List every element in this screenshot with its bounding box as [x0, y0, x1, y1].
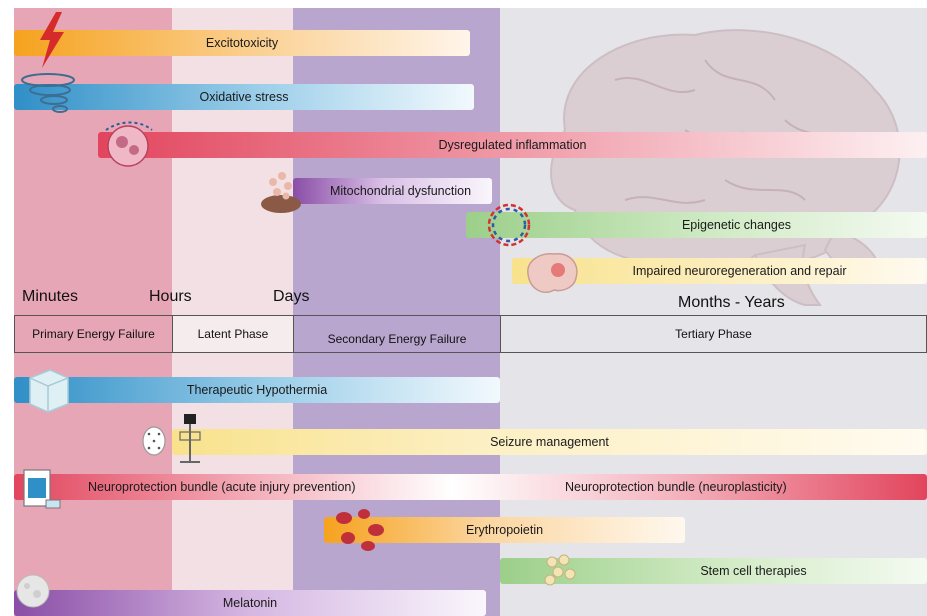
days-label: Days: [273, 288, 310, 305]
therapeutic-hypothermia-label: Therapeutic Hypothermia: [186, 383, 328, 397]
epigenetic-changes-bar: Epigenetic changes: [466, 212, 927, 238]
dna-icon: [487, 203, 531, 247]
erythropoietin-bar: Erythropoietin: [324, 517, 685, 543]
damaged-brain-icon: [527, 252, 578, 294]
secondary-energy-failure-cell: Secondary Energy Failure: [293, 315, 501, 353]
eeg-machine-icon: [179, 414, 201, 463]
red-blood-cells-icon: [336, 509, 384, 551]
oxidative-stress-label: Oxidative stress: [199, 90, 289, 104]
seizure-management-bar: Seizure management: [172, 429, 927, 455]
latent-phase-cell: Latent Phase: [172, 315, 294, 353]
primary-energy-failure-label: Primary Energy Failure: [32, 327, 155, 341]
impaired-neuroregeneration-bar: Impaired neuroregeneration and repair: [512, 258, 927, 284]
erythropoietin-label: Erythropoietin: [465, 523, 544, 537]
neuroprotection-plasticity-label: Neuroprotection bundle (neuroplasticity): [565, 480, 787, 494]
neuroprotection-acute-label: Neuroprotection bundle (acute injury pre…: [88, 480, 356, 494]
stem-cells-icon: [544, 554, 576, 586]
primary-energy-failure-cell: Primary Energy Failure: [14, 315, 173, 353]
dysregulated-inflammation-label: Dysregulated inflammation: [438, 138, 587, 152]
excitotoxicity-label: Excitotoxicity: [205, 36, 279, 50]
tertiary-phase-label: Tertiary Phase: [675, 327, 752, 341]
tornado-icon: [21, 73, 75, 113]
months-years-label: Months - Years: [678, 294, 785, 311]
secondary-energy-failure-label: Secondary Energy Failure: [327, 332, 467, 346]
melatonin-label: Melatonin: [222, 596, 278, 610]
eeg-head-icon: [142, 426, 166, 456]
mitochondria-icon: [261, 172, 301, 213]
therapeutic-hypothermia-bar: Therapeutic Hypothermia: [14, 377, 500, 403]
melatonin-bar: Melatonin: [14, 590, 486, 616]
epigenetic-changes-label: Epigenetic changes: [681, 218, 792, 232]
ice-cube-icon: [29, 369, 69, 413]
latent-phase-label: Latent Phase: [197, 327, 269, 341]
neuroprotection-bundle-bar: Neuroprotection bundle (acute injury pre…: [14, 474, 927, 500]
impaired-neuroregeneration-label: Impaired neuroregeneration and repair: [632, 264, 847, 278]
hours-label: Hours: [149, 288, 192, 305]
medication-box-icon: [23, 469, 61, 509]
seizure-management-label: Seizure management: [490, 435, 609, 449]
mitochondrial-dysfunction-bar: Mitochondrial dysfunction: [293, 178, 492, 204]
immune-cell-icon: [105, 121, 153, 167]
oxidative-stress-bar: Oxidative stress: [14, 84, 474, 110]
moon-icon: [16, 574, 50, 608]
mitochondrial-dysfunction-label: Mitochondrial dysfunction: [329, 184, 472, 198]
stem-cell-therapies-label: Stem cell therapies: [700, 564, 807, 578]
dysregulated-inflammation-bar: Dysregulated inflammation: [98, 132, 927, 158]
tertiary-phase-cell: Tertiary Phase: [500, 315, 927, 353]
excitotoxicity-bar: Excitotoxicity: [14, 30, 470, 56]
minutes-label: Minutes: [22, 288, 79, 305]
lightning-icon: [40, 12, 64, 68]
